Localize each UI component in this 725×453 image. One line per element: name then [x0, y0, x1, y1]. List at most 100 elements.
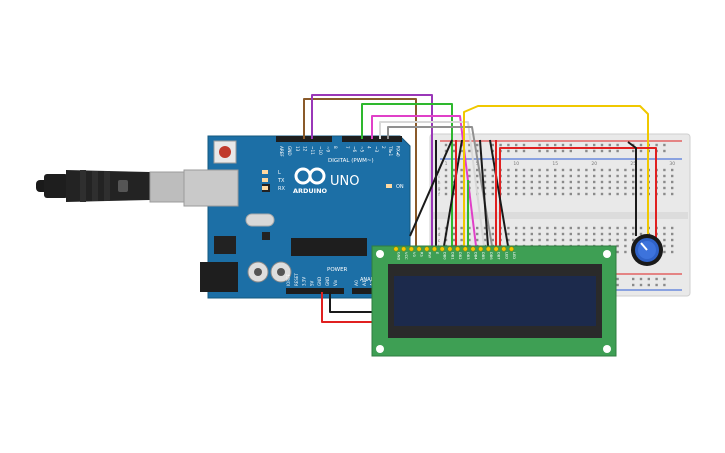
lcd-pin-label: DB4 [474, 252, 478, 260]
analog-pin-label: A0 [354, 280, 360, 286]
lcd-pin[interactable] [424, 246, 430, 252]
tx-led-label: TX [277, 178, 285, 184]
lcd-pin-label: LED [504, 252, 508, 259]
usb-cable-icon [36, 170, 188, 203]
wire-black-2 [443, 139, 463, 247]
lcd-pin[interactable] [478, 246, 484, 252]
lcd-pin[interactable] [470, 246, 476, 252]
digital-pin-label: 8 [333, 146, 338, 149]
power-header [286, 288, 344, 294]
wire-black-4 [489, 139, 509, 247]
power-pin-label: GND [317, 277, 322, 286]
lcd-pin-label: V0 [412, 252, 416, 257]
usb-port [183, 169, 239, 207]
lcd-pin-label: E [435, 252, 439, 255]
lcd-pin[interactable] [493, 246, 499, 252]
digital-pin-label: 13 [295, 146, 300, 152]
arduino-brand: ARDUINO [293, 187, 328, 195]
column-number: 10 [513, 161, 519, 167]
wire-brown [303, 98, 417, 246]
lcd-pin[interactable] [485, 246, 491, 252]
digital-pin-label: ~10 [318, 146, 323, 155]
column-number: 20 [591, 161, 597, 167]
on-led-label: ON [396, 184, 404, 190]
column-number: 1 [445, 161, 448, 167]
power-pin-label: 3.3V [302, 277, 307, 286]
lcd-pin[interactable] [447, 246, 453, 252]
digital-pin-label: ~5 [359, 146, 364, 153]
lcd-pin[interactable] [455, 246, 461, 252]
lcd-pin[interactable] [416, 246, 422, 252]
jumper-wires [303, 94, 657, 323]
analog-pin-label: A1 [362, 280, 368, 286]
power-pin-label: Vin [333, 279, 338, 286]
l-led-label: L [278, 170, 281, 176]
lcd-screen [394, 276, 596, 326]
digital-pin-label: ~9 [325, 146, 330, 153]
lcd-pin[interactable] [439, 246, 445, 252]
lcd-pin[interactable] [462, 246, 468, 252]
wire-red-power [321, 292, 380, 323]
atmega-chip [291, 238, 367, 256]
wire-white [379, 121, 485, 247]
potentiometer-icon[interactable] [631, 234, 663, 266]
lcd-pin-label: DB7 [497, 252, 501, 260]
wire-green [361, 103, 453, 246]
voltage-regulator [214, 236, 236, 254]
wire-black-arduino [409, 139, 453, 237]
lcd-pin[interactable] [432, 246, 437, 252]
wire-purple [311, 94, 433, 246]
lcd-pin-label: LED [512, 252, 516, 259]
lcd-pin[interactable] [401, 246, 407, 252]
lcd-pin-label: DB0 [443, 252, 447, 260]
lcd-pin-label: DB3 [466, 252, 470, 260]
infinity-logo-icon [294, 167, 326, 185]
power-pin-label: GND [325, 277, 330, 286]
digital-pin-label: ~3 [374, 146, 379, 153]
rx-led-label: RX [278, 186, 285, 192]
power-pin-label: 5V [309, 280, 314, 286]
crystal-oscillator [245, 213, 275, 227]
row-letter: i [438, 174, 439, 180]
row-letter: h [438, 180, 441, 186]
power-pin-label: IOREF [286, 273, 291, 286]
column-number: 25 [630, 161, 636, 167]
dc-power-jack [200, 262, 238, 292]
wire-black-3 [479, 139, 489, 247]
lcd-pin[interactable] [393, 246, 399, 252]
wire-yellow [463, 105, 649, 246]
wire-black-breadboard [627, 141, 637, 236]
row-letter: d [438, 232, 441, 238]
digital-pin-label: 4 [367, 146, 372, 149]
digital-pin-label: ~6 [352, 146, 357, 153]
digital-pin-label: TX▸1 [388, 145, 393, 157]
reset-button[interactable] [219, 146, 231, 158]
lcd-pin-label: RS [420, 252, 424, 257]
lcd-pin[interactable] [408, 246, 414, 252]
digital-pin-label: ~11 [310, 146, 315, 155]
lcd-pin[interactable] [501, 246, 507, 252]
lcd-pin[interactable] [509, 246, 514, 252]
lcd-pin-label: GND [397, 252, 401, 260]
row-letter: g [438, 187, 441, 192]
digital-pin-label: RX◂0 [395, 146, 400, 157]
row-letter: c [438, 239, 441, 244]
power-label: POWER [327, 267, 348, 273]
lcd-pin-label: RW [427, 252, 431, 258]
board-model: UNO [330, 174, 359, 189]
column-number: 15 [552, 161, 558, 167]
power-pin-label: RESET [294, 273, 299, 286]
digital-header-label: DIGITAL (PWM~) [328, 158, 374, 164]
row-letter: f [438, 192, 440, 198]
lcd-pin-label: DB6 [489, 252, 493, 260]
digital-pin-label: GND [287, 146, 292, 156]
digital-pin-label: 12 [303, 146, 308, 152]
wire-gray [387, 126, 493, 247]
row-letter: e [438, 227, 441, 232]
lcd-pin-label: DB1 [450, 252, 454, 260]
digital-pin-label: 7 [345, 146, 350, 149]
